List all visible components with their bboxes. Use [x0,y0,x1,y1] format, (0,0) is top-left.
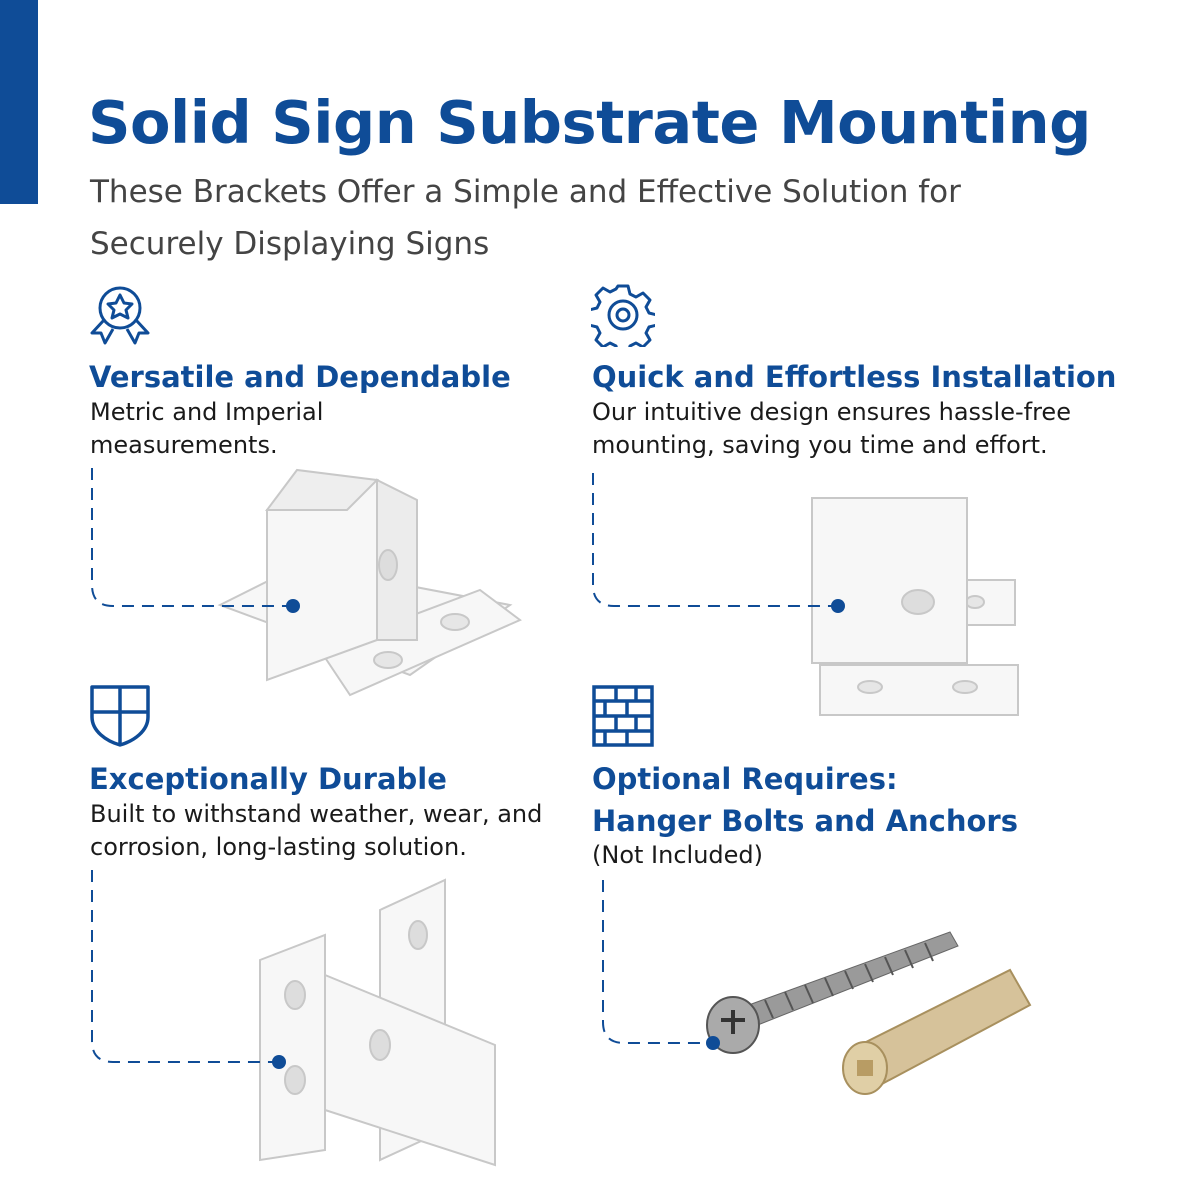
brick-wall-icon [592,685,654,747]
bracket-image-3 [259,878,496,1167]
gear-icon [591,284,655,347]
connector-dot-1 [286,599,300,613]
connector-dot-4 [706,1036,720,1050]
award-ribbon-icon [90,286,150,345]
feature-desc-durable: Built to withstand weather, wear, and co… [90,800,543,861]
bracket-image-1 [217,468,522,697]
feature-desc-installation: Our intuitive design ensures hassle-free… [592,398,1071,459]
connector-dot-2 [831,599,845,613]
bracket-image-2 [811,497,1019,716]
page-title: Solid Sign Substrate Mounting [88,88,1091,157]
connector-dot-3 [272,1055,286,1069]
feature-desc-optional: (Not Included) [592,841,763,869]
feature-title-versatile: Versatile and Dependable [89,360,511,394]
page-subtitle: These Brackets Offer a Simple and Effect… [90,174,961,262]
feature-title-optional-line1: Optional Requires: [592,762,898,796]
shield-icon [90,685,150,747]
feature-title-optional-line2: Hanger Bolts and Anchors [592,804,1018,838]
feature-desc-versatile: Metric and Imperial measurements. [90,398,324,459]
accent-bar [0,0,38,204]
feature-title-installation: Quick and Effortless Installation [592,360,1117,394]
feature-title-durable: Exceptionally Durable [89,762,447,796]
screw-and-anchor-image [706,931,1032,1095]
